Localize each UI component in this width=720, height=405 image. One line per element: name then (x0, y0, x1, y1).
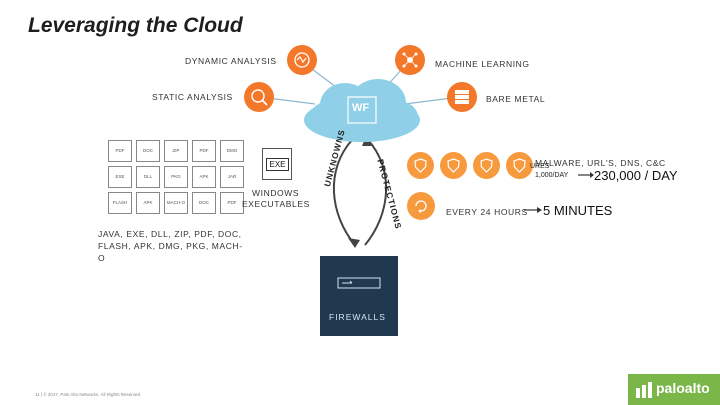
doc-tile: DMG (220, 140, 244, 162)
old-rate: 1,000/DAY (535, 172, 569, 179)
exe-document-icon: EXE (262, 148, 292, 180)
doc-tile: ZIP (164, 140, 188, 162)
doc-tile: PDF (108, 140, 132, 162)
arrow-right-icon (578, 172, 594, 178)
firewalls-label: FIREWALLS (329, 312, 386, 322)
doc-tile: MACH-O (164, 192, 188, 214)
footer-copyright: 11 | © 2017, Palo Alto Networks. All Rig… (35, 392, 142, 397)
machine-learning-icon (395, 45, 425, 75)
doc-tile: PDF (220, 192, 244, 214)
new-rate: 230,000 / DAY (594, 168, 678, 183)
machine-learning-label: MACHINE LEARNING (435, 59, 530, 69)
windows-exe-label-1: WINDOWS (252, 188, 300, 198)
logo-text: paloalto (656, 380, 710, 396)
new-interval: 5 MINUTES (543, 203, 613, 218)
doc-tile: PDF (192, 140, 216, 162)
dynamic-analysis-icon (287, 45, 317, 75)
old-interval: EVERY 24 HOURS (446, 207, 528, 217)
shield-icon (407, 152, 434, 179)
cloud-icon (304, 79, 420, 142)
doc-tile: DOC (136, 140, 160, 162)
firewall-box: FIREWALLS (320, 256, 398, 336)
shield-icon (440, 152, 467, 179)
bare-metal-icon (447, 82, 477, 112)
refresh-icon (407, 192, 435, 220)
doc-tile: FLASH (108, 192, 132, 214)
doc-tile: DOC (192, 192, 216, 214)
doc-tile: DLL (136, 166, 160, 188)
wildfire-badge: WF (352, 102, 370, 114)
bare-metal-label: BARE METAL (486, 94, 546, 104)
doc-tile: APK (192, 166, 216, 188)
static-analysis-label: STATIC ANALYSIS (152, 92, 233, 102)
page-title: Leveraging the Cloud (28, 14, 243, 37)
doc-tile: EXE (108, 166, 132, 188)
protection-types: MALWARE, URL'S, DNS, C&C (535, 158, 666, 168)
paloalto-logo: paloalto (628, 374, 720, 405)
file-types-list: JAVA, EXE, DLL, ZIP, PDF, DOC, FLASH, AP… (98, 229, 243, 263)
arrow-right-icon (524, 207, 542, 213)
doc-tile: APK (136, 192, 160, 214)
protection-overlap-text: URES (530, 163, 550, 170)
dynamic-analysis-label: DYNAMIC ANALYSIS (185, 56, 277, 66)
exe-badge: EXE (266, 158, 289, 171)
unknowns-arc (333, 139, 356, 246)
firewall-device-icon (337, 277, 381, 289)
shield-icon (473, 152, 500, 179)
doc-tile: PKG (164, 166, 188, 188)
windows-exe-label-2: EXECUTABLES (242, 199, 310, 209)
static-analysis-icon (244, 82, 274, 112)
doc-tile: JAR (220, 166, 244, 188)
protections-arc (364, 139, 387, 246)
shield-icon (506, 152, 533, 179)
